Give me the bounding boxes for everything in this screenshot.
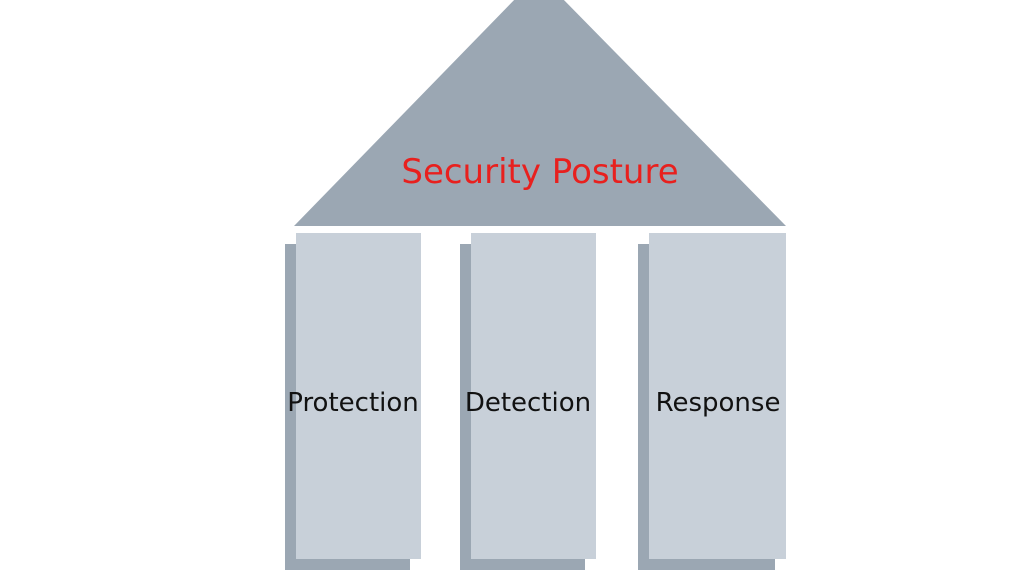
pillar-label-detection: Detection [464,388,592,418]
roof-triangle [294,0,786,226]
roof-title: Security Posture [401,152,679,192]
pillar-label-response: Response [655,388,781,418]
pillar-label-protection: Protection [287,388,419,418]
pillar-response [649,233,786,559]
pillar-protection [296,233,421,559]
pillar-detection [471,233,596,559]
